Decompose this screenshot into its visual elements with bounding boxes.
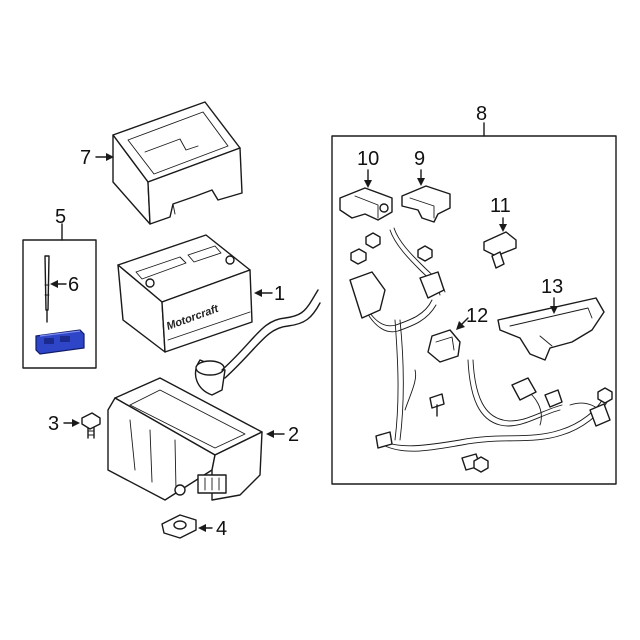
part-3-bolt[interactable] xyxy=(81,412,101,439)
part-11-sensor[interactable] xyxy=(483,231,517,269)
part-7-battery-insulator[interactable] xyxy=(112,101,243,225)
callout-5: 5 xyxy=(55,206,66,228)
part-9-cover[interactable] xyxy=(401,185,451,223)
callout-7-label: 7 xyxy=(80,147,91,169)
part-13-bracket[interactable] xyxy=(497,297,605,361)
callout-13: 13 xyxy=(541,276,563,314)
callout-8-label: 8 xyxy=(476,103,487,125)
part-1-battery[interactable]: Motorcraft xyxy=(117,234,253,353)
callout-1-label: 1 xyxy=(274,283,285,305)
part-12-connector[interactable] xyxy=(427,329,461,363)
callout-9: 9 xyxy=(414,148,425,186)
callout-12: 12 xyxy=(456,305,488,330)
callout-4: 4 xyxy=(198,518,227,540)
battery-monitor-sensor[interactable] xyxy=(35,329,85,355)
callout-10: 10 xyxy=(357,148,379,188)
callout-13-label: 13 xyxy=(541,276,563,298)
callout-3: 3 xyxy=(48,413,80,435)
callout-10-label: 10 xyxy=(357,148,379,170)
callout-12-label: 12 xyxy=(466,305,488,327)
callout-11: 11 xyxy=(490,195,511,232)
callout-2: 2 xyxy=(266,424,299,446)
callout-6: 6 xyxy=(50,274,79,296)
part-5-sensor-kit[interactable] xyxy=(22,223,97,369)
callout-7: 7 xyxy=(80,147,114,169)
part-2-battery-tray[interactable] xyxy=(107,289,321,501)
callout-2-label: 2 xyxy=(288,424,299,446)
part-10-terminal-block[interactable] xyxy=(339,187,393,221)
callout-11-label: 11 xyxy=(490,195,511,217)
harness-frame xyxy=(331,135,617,485)
callout-3-label: 3 xyxy=(48,413,59,435)
callout-4-label: 4 xyxy=(216,518,227,540)
part-4-clip[interactable] xyxy=(161,514,197,539)
part-8-wiring-harness[interactable] xyxy=(331,122,617,485)
callout-8: 8 xyxy=(476,103,487,125)
callout-5-label: 5 xyxy=(55,206,66,228)
callout-9-label: 9 xyxy=(414,148,425,170)
callout-6-label: 6 xyxy=(68,274,79,296)
callout-1: 1 xyxy=(254,283,285,305)
